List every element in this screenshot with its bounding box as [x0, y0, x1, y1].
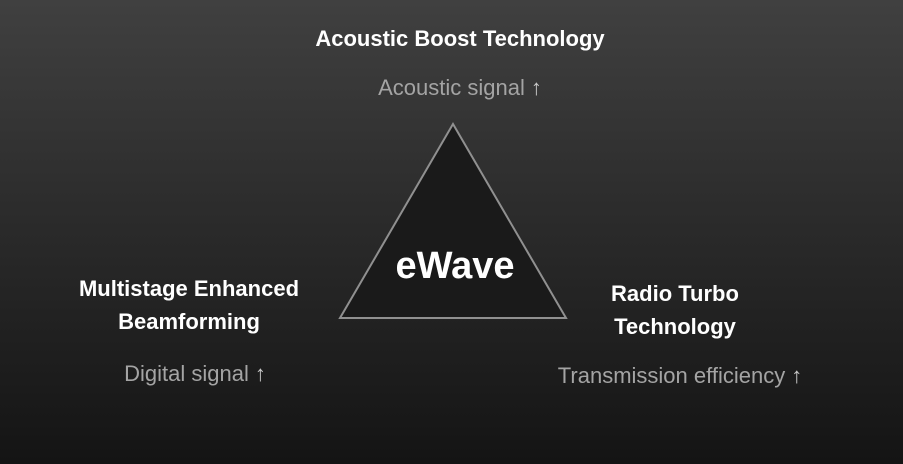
left-title: Multistage Enhanced Beamforming: [30, 272, 348, 338]
up-arrow-icon: ↑: [530, 75, 542, 100]
right-title-line1: Radio Turbo: [611, 281, 739, 306]
center-label: eWave: [396, 245, 515, 287]
right-subtitle: Transmission efficiency↑: [520, 362, 840, 390]
left-title-line2: Beamforming: [118, 309, 260, 334]
top-subtitle-text: Acoustic signal: [378, 75, 525, 100]
left-subtitle: Digital signal↑: [60, 360, 330, 388]
left-title-line1: Multistage Enhanced: [78, 276, 300, 301]
right-title: Radio Turbo Technology: [560, 277, 790, 343]
triangle-shape: [338, 122, 568, 319]
up-arrow-icon: ↑: [791, 363, 803, 388]
up-arrow-icon: ↑: [254, 361, 266, 386]
right-subtitle-text: Transmission efficiency: [557, 363, 786, 388]
top-subtitle: Acoustic signal↑: [260, 74, 660, 102]
left-subtitle-text: Digital signal: [124, 361, 249, 386]
top-title: Acoustic Boost Technology: [315, 26, 605, 51]
right-title-line2: Technology: [614, 314, 736, 339]
